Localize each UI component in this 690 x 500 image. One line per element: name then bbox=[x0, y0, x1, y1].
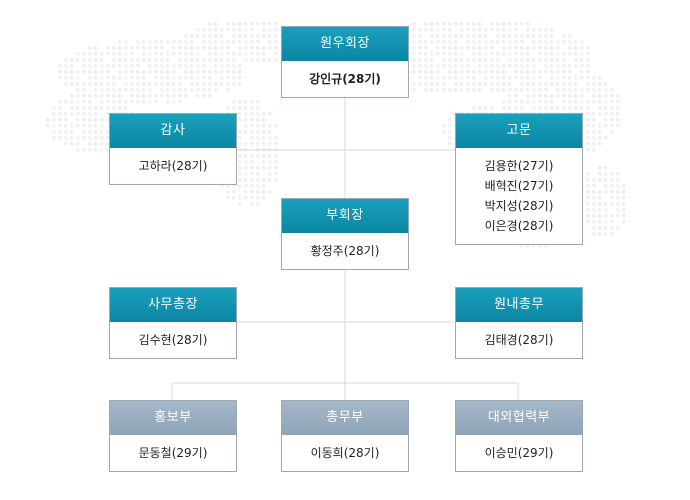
auditor-title: 감사 bbox=[110, 114, 236, 148]
auditor-member: 고하라(28기) bbox=[138, 159, 208, 173]
external-cooperation-dept-title: 대외협력부 bbox=[456, 401, 582, 435]
auditor-box: 감사 고하라(28기) bbox=[109, 113, 237, 185]
internal-affairs-title: 원내총무 bbox=[456, 288, 582, 322]
advisor-member: 이은경(28기) bbox=[484, 219, 554, 233]
secretary-general-box: 사무총장 김수현(28기) bbox=[109, 287, 237, 359]
vice-chairman-title: 부회장 bbox=[282, 199, 408, 233]
secretary-general-member: 김수현(28기) bbox=[138, 333, 208, 347]
external-cooperation-dept-member: 이승민(29기) bbox=[484, 446, 554, 460]
advisor-member: 박지성(28기) bbox=[484, 199, 554, 213]
external-cooperation-dept-box: 대외협력부 이승민(29기) bbox=[455, 400, 583, 472]
advisor-member: 배혁진(27기) bbox=[484, 179, 554, 193]
vice-chairman-member: 황정주(28기) bbox=[310, 244, 380, 258]
pr-dept-box: 홍보부 문동철(29기) bbox=[109, 400, 237, 472]
secretary-general-title: 사무총장 bbox=[110, 288, 236, 322]
internal-affairs-member: 김태경(28기) bbox=[484, 333, 554, 347]
general-affairs-dept-box: 총무부 이동희(28기) bbox=[281, 400, 409, 472]
pr-dept-title: 홍보부 bbox=[110, 401, 236, 435]
advisor-member: 김용한(27기) bbox=[484, 159, 554, 173]
chairman-box: 원우회장 강인규(28기) bbox=[281, 26, 409, 98]
vice-chairman-box: 부회장 황정주(28기) bbox=[281, 198, 409, 270]
general-affairs-dept-title: 총무부 bbox=[282, 401, 408, 435]
general-affairs-dept-member: 이동희(28기) bbox=[310, 446, 380, 460]
chairman-member: 강인규(28기) bbox=[309, 72, 381, 86]
advisors-title: 고문 bbox=[456, 114, 582, 148]
internal-affairs-box: 원내총무 김태경(28기) bbox=[455, 287, 583, 359]
pr-dept-member: 문동철(29기) bbox=[138, 446, 208, 460]
chairman-title: 원우회장 bbox=[282, 27, 408, 61]
advisors-box: 고문 김용한(27기) 배혁진(27기) 박지성(28기) 이은경(28기) bbox=[455, 113, 583, 245]
